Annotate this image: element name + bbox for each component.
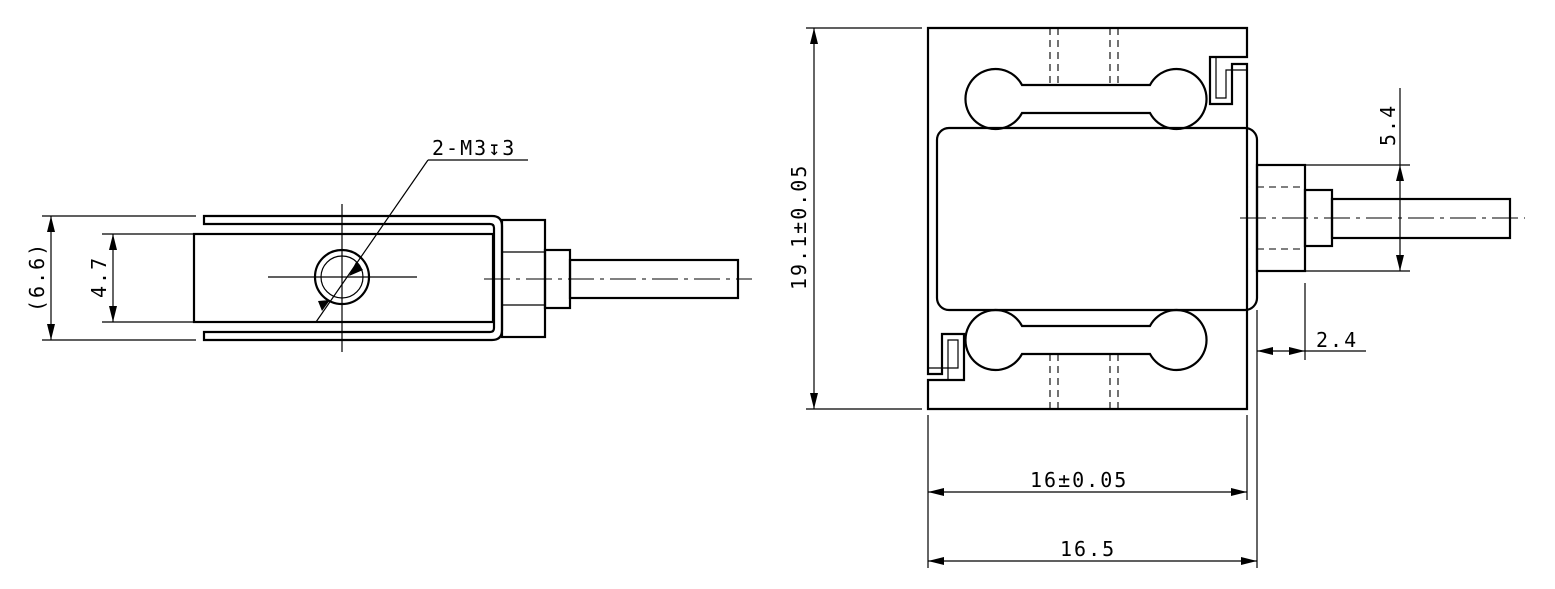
dim-body-height: 19.1±0.05: [787, 164, 811, 290]
dim-cable-dia: 5.4: [1376, 104, 1400, 146]
bottom-slot: [964, 308, 1208, 372]
thread-leader: [315, 159, 429, 323]
dim-overall-height: (6.6): [25, 242, 49, 312]
dim-fitting-offset: 2.4: [1316, 328, 1358, 352]
dim-overall-width: 16.5: [1060, 537, 1116, 561]
thread-callout-text: 2-M3↧3: [432, 136, 516, 160]
top-slot: [964, 67, 1208, 131]
side-view: 2-M3↧3 (6.6) 4.7: [25, 136, 752, 352]
front-view-outline: [926, 26, 1249, 411]
side-view-body: [192, 232, 495, 324]
dim-body-width: 16±0.05: [1030, 468, 1128, 492]
front-view: 19.1±0.05 5.4 2.4 16±0.05 16.5: [787, 26, 1525, 568]
dim-inner-height: 4.7: [87, 256, 111, 298]
front-view-center-plate: [935, 126, 1259, 312]
